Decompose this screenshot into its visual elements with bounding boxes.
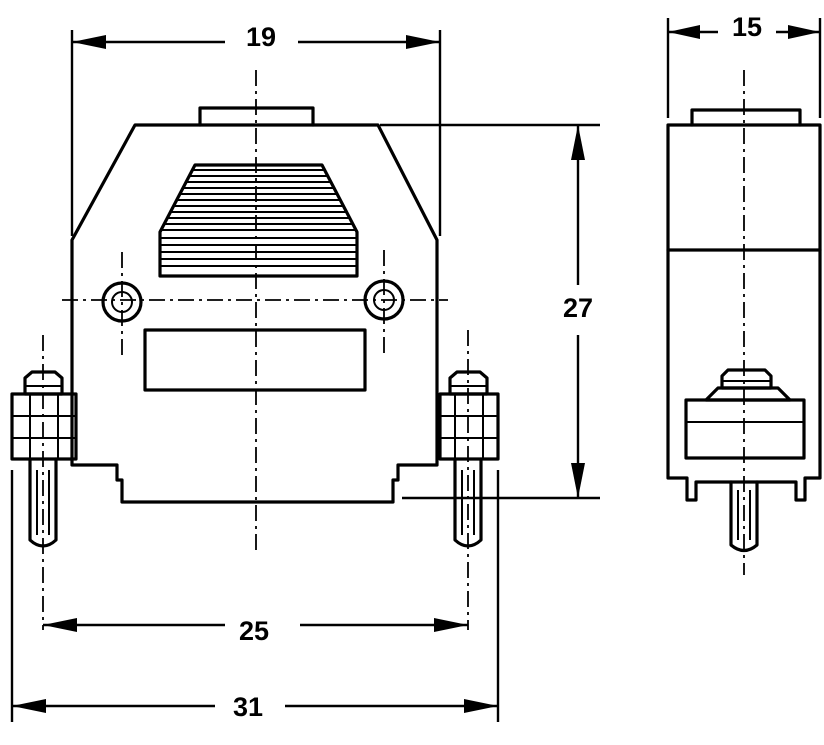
connector-window (143, 328, 367, 392)
dimension-screw-spacing: 25 (43, 616, 468, 646)
dimension-depth: 15 (666, 12, 822, 118)
side-view: 15 (666, 12, 822, 575)
screw-lock-right (438, 370, 500, 548)
screw-lock-left (10, 370, 78, 548)
cable-entry-striped (158, 163, 359, 278)
dimension-top-width: 19 (70, 22, 442, 236)
side-screw-lock (684, 368, 806, 553)
dimension-label-height: 27 (563, 293, 593, 323)
dimension-overall-width: 31 (10, 470, 500, 722)
housing-outline (70, 123, 439, 504)
dimension-height: 27 (380, 123, 600, 500)
side-top-tab (690, 108, 802, 127)
dimension-label-overall-width: 31 (233, 692, 263, 722)
dimension-label-depth: 15 (732, 12, 762, 42)
dimension-label-top-width: 19 (246, 22, 276, 52)
front-view: 19 27 25 31 (10, 22, 600, 722)
center-lines (42, 70, 469, 630)
side-housing-outline (666, 123, 822, 502)
dimension-label-screw-spacing: 25 (239, 616, 269, 646)
